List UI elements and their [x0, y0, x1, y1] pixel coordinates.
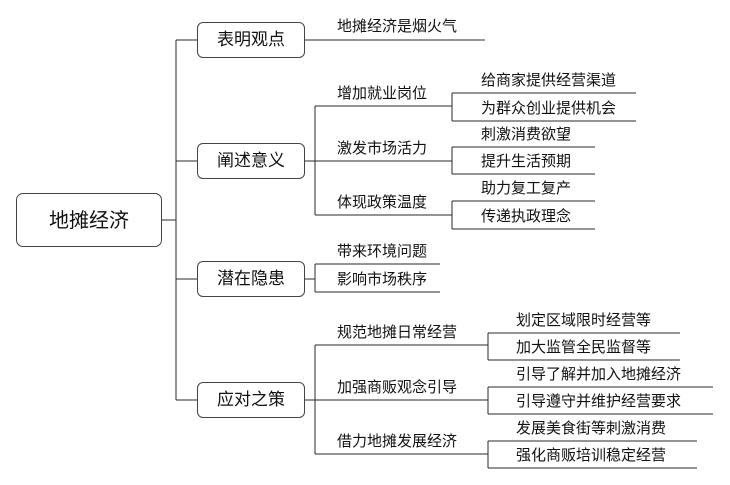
- leaf-node: 刺激消费欲望: [481, 125, 572, 143]
- leaf-node: 为群众创业提供机会: [481, 99, 617, 117]
- leaf-node: 给商家提供经营渠道: [481, 71, 617, 89]
- connector-sub-4-3: [487, 440, 697, 469]
- sub-node: 体现政策温度: [337, 193, 428, 211]
- root-node: 地摊经济: [16, 193, 162, 247]
- connector-sub-2-3: [451, 200, 595, 230]
- branch-node-4: 应对之策: [197, 382, 305, 418]
- connector-sub-4-2: [487, 386, 713, 415]
- sub-node: 借力地摊发展经济: [337, 432, 458, 450]
- connector-root: [162, 39, 197, 401]
- leaf-node: 引导了解并加入地摊经济: [516, 365, 682, 383]
- sub-node: 加强商贩观念引导: [337, 378, 458, 396]
- leaf-node: 带来环境问题: [337, 242, 428, 260]
- leaf-node: 加大监管全民监督等: [516, 338, 652, 356]
- leaf-node: 传递执政理念: [481, 207, 572, 225]
- sub-node: 规范地摊日常经营: [337, 323, 458, 341]
- leaf-node: 发展美食街等刺激消费: [516, 419, 667, 437]
- leaf-node: 影响市场秩序: [337, 270, 428, 288]
- leaf-node: 划定区域限时经营等: [516, 311, 652, 329]
- leaf-node: 强化商贩培训稳定经营: [516, 446, 667, 464]
- branch-node-1: 表明观点: [197, 22, 305, 58]
- connector-sub-2-2: [451, 146, 595, 175]
- connector-branch-4: [305, 344, 488, 455]
- connector-sub-2-1: [451, 92, 636, 122]
- leaf-node: 地摊经济是烟火气: [337, 17, 458, 35]
- branch-node-2: 阐述意义: [197, 143, 305, 179]
- leaf-node: 提升生活预期: [481, 152, 572, 170]
- branch-node-3: 潜在隐患: [197, 261, 305, 297]
- connector-branch-2: [305, 105, 452, 216]
- connector-sub-4-1: [487, 332, 680, 361]
- leaf-node: 引导遵守并维护经营要求: [516, 392, 682, 410]
- connector-branch-3: [305, 263, 440, 293]
- leaf-node: 助力复工复产: [481, 179, 572, 197]
- sub-node: 增加就业岗位: [337, 84, 428, 102]
- sub-node: 激发市场活力: [337, 139, 428, 157]
